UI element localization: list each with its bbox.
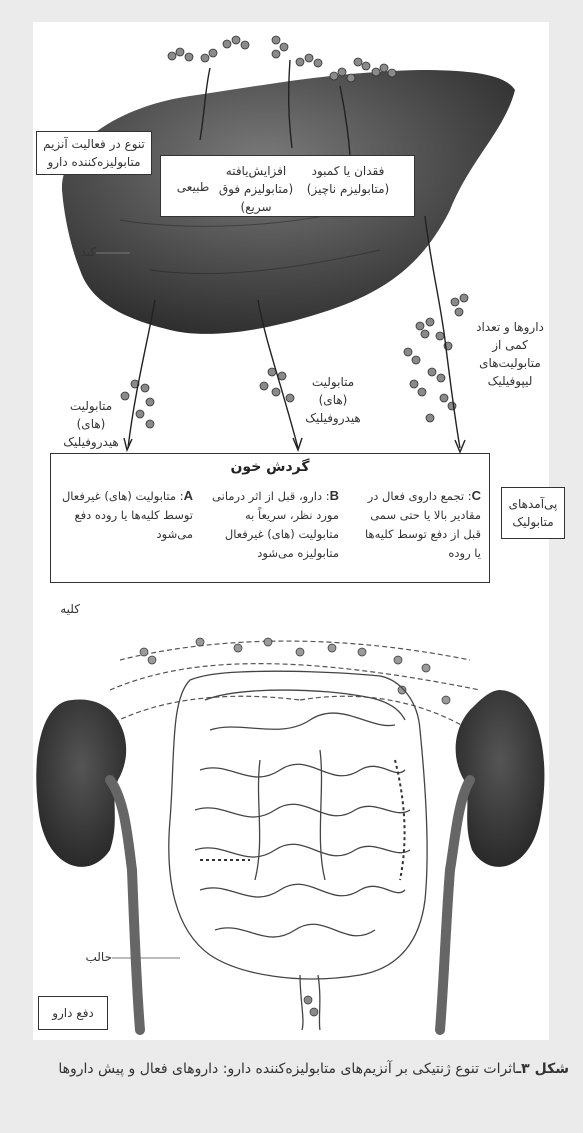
phenotype-increased: افزایش‌یافته (متابولیزم فوق سریع) xyxy=(216,162,296,216)
lipophilic-label: داروها و تعداد کمی از متابولیت‌های لیپوف… xyxy=(470,318,550,390)
column-b: B: دارو، قبل از اثر درمانی مورد نظر، سری… xyxy=(211,486,339,563)
text-b: : دارو، قبل از اثر درمانی مورد نظر، سریع… xyxy=(212,489,339,560)
figure-number: شکل ۳ـ xyxy=(516,1061,569,1077)
lipophilic-molecules xyxy=(404,294,468,422)
kidney-label: کلیه xyxy=(44,600,80,618)
letter-a: A xyxy=(184,488,193,503)
hydrophilic-mid-label: متابولیت (های) هیدروفیلیک xyxy=(298,373,368,427)
letter-c: C xyxy=(472,488,481,503)
column-c: C: تجمع داروی فعال در مقادیر بالا یا حتی… xyxy=(359,486,481,563)
enzyme-variation-label: تنوع در فعالیت آنزیم متابولیزه‌کننده دار… xyxy=(41,135,147,171)
text-a: : متابولیت (های) غیرفعال توسط کلیه‌ها یا… xyxy=(62,489,193,541)
kidney-left xyxy=(36,699,140,1030)
phenotype-absent: فقدان یا کمبود (متابولیزم ناچیز) xyxy=(292,162,404,198)
enzyme-variation-box: تنوع در فعالیت آنزیم متابولیزه‌کننده دار… xyxy=(36,131,152,175)
drug-excretion-label: دفع دارو xyxy=(52,1004,94,1022)
blood-circulation-box: گردش خون C: تجمع داروی فعال در مقادیر با… xyxy=(50,453,490,583)
hydrophilic-left-label: متابولیت (های) هیدروفیلیک xyxy=(58,397,124,451)
figure-caption: شکل ۳ـاثرات تنوع ژنتیکی بر آنزیم‌های متا… xyxy=(14,1056,569,1082)
kidney-right xyxy=(440,690,544,1030)
intestines xyxy=(169,671,427,1030)
ureter-label: حالب xyxy=(72,948,112,966)
phenotype-normal: طبیعی xyxy=(169,178,217,196)
caption-text: اثرات تنوع ژنتیکی بر آنزیم‌های متابولیزه… xyxy=(58,1061,516,1077)
text-c: : تجمع داروی فعال در مقادیر بالا یا حتی … xyxy=(365,489,481,560)
metabolic-consequences-label: پی‌آمدهای متابولیک xyxy=(502,495,564,531)
letter-b: B xyxy=(330,488,339,503)
column-a: A: متابولیت (های) غیرفعال توسط کلیه‌ها ی… xyxy=(57,486,193,544)
blood-vessels xyxy=(100,641,480,730)
phenotype-box: فقدان یا کمبود (متابولیزم ناچیز) افزایش‌… xyxy=(160,155,415,217)
liver-label: کبد xyxy=(60,243,96,261)
blood-circulation-title: گردش خون xyxy=(51,459,489,475)
metabolic-consequences-box: پی‌آمدهای متابولیک xyxy=(501,487,565,539)
drug-excretion-box: دفع دارو xyxy=(38,996,108,1030)
